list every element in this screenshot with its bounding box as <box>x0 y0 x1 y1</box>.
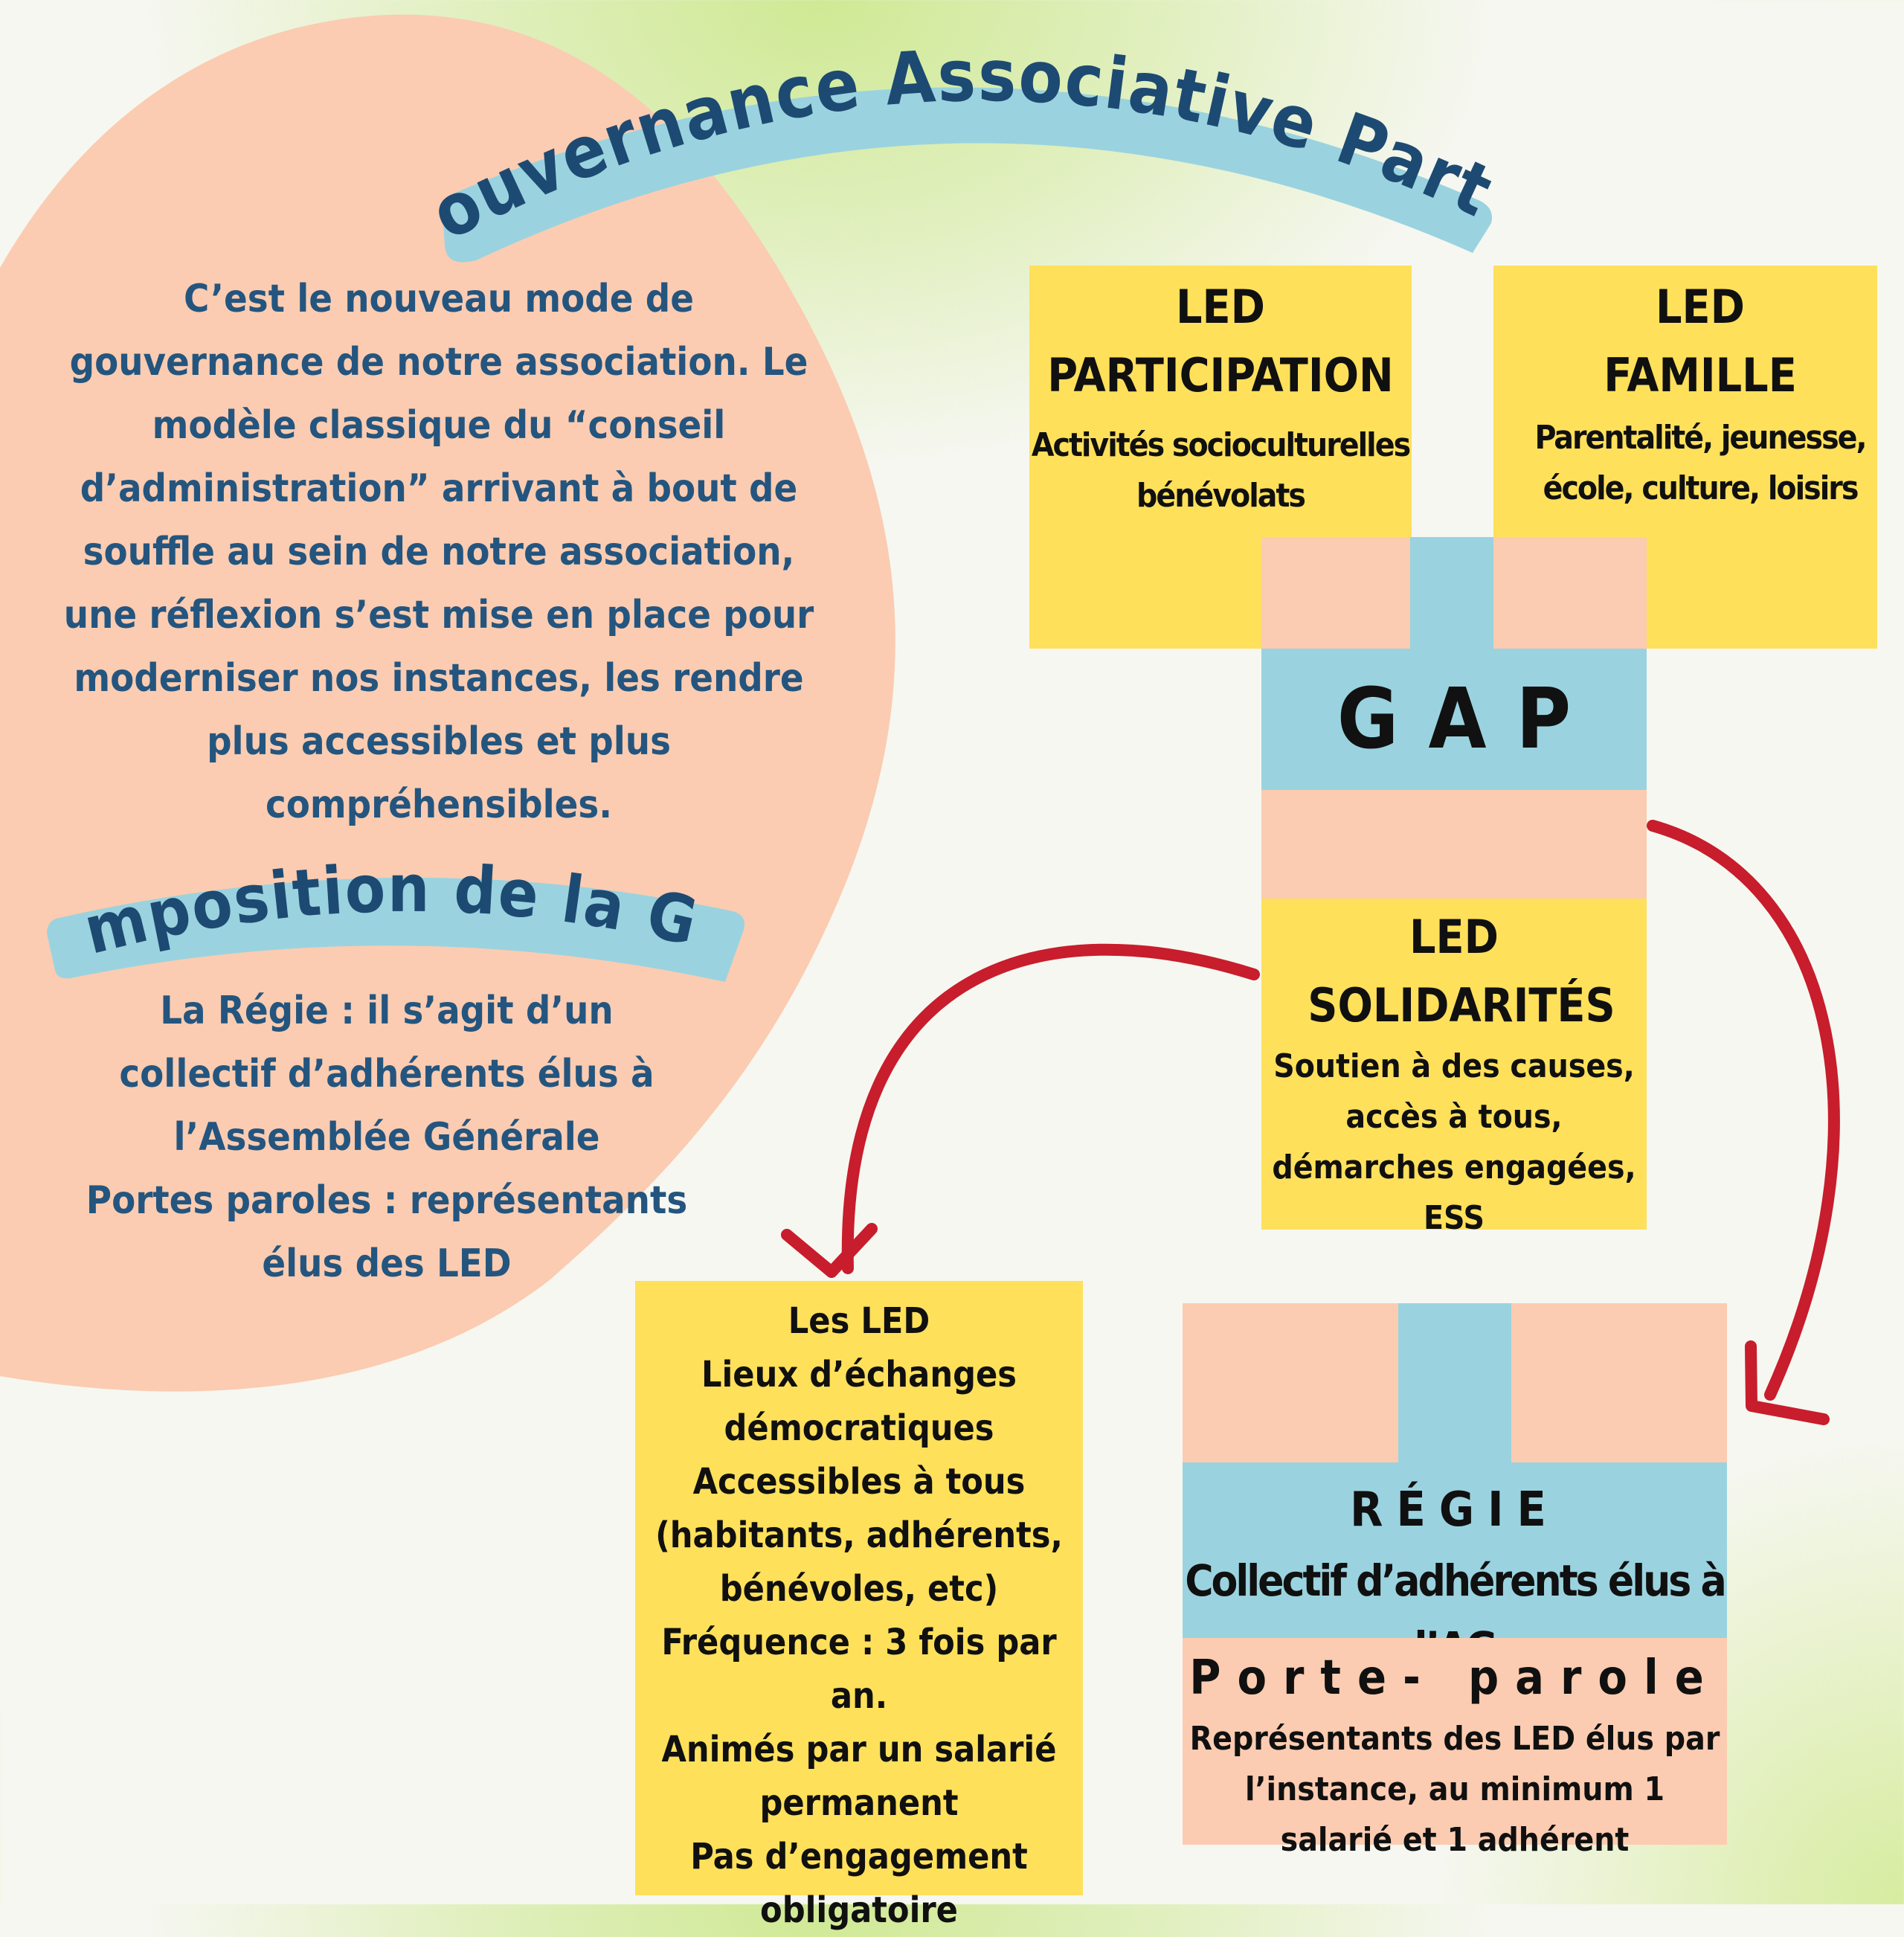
led-participation-desc-1: Activités socioculturelles <box>1031 426 1411 464</box>
composition-ribbon-band <box>47 877 744 982</box>
gap-box: GAP <box>1261 649 1647 790</box>
gap-top-right-block <box>1493 537 1647 649</box>
composition-line: Portes paroles : représentants <box>86 1178 688 1223</box>
led-famille-desc-2: école, culture, loisirs <box>1543 469 1859 507</box>
composition-line: La Régie : il s’agit d’un <box>160 989 614 1033</box>
led-famille-title-2: FAMILLE <box>1604 348 1797 402</box>
les-led-line: Les LED <box>788 1300 930 1342</box>
les-led-line: Lieux d’échanges <box>701 1354 1017 1395</box>
porte-parole-box: Porte- parole Représentants des LED élus… <box>1183 1638 1727 1859</box>
les-led-box: Les LED Lieux d’échanges démocratiques A… <box>635 1281 1083 1931</box>
regie-top-right-block <box>1511 1303 1727 1462</box>
gap-top-left-block <box>1261 537 1410 649</box>
gap-label: GAP <box>1337 671 1601 768</box>
composition-ribbon: Composition de la GAP <box>41 826 744 982</box>
les-led-line: Animés par un salarié <box>661 1729 1057 1770</box>
les-led-line: Fréquence : 3 fois par an. <box>661 1622 1057 1717</box>
title-ribbon: La Gouvernance Associative Partagée <box>416 22 1504 263</box>
les-led-line: démocratiques <box>724 1407 994 1449</box>
composition-text: La Régie : il s’agit d’un collectif d’ad… <box>60 980 714 1296</box>
led-solidarites-box: LED SOLIDARITÉS Soutien à des causes, ac… <box>1261 899 1647 1237</box>
porte-parole-description: Représentants des LED élus par l’instanc… <box>1189 1720 1720 1859</box>
led-participation-title-2: PARTICIPATION <box>1047 348 1394 402</box>
les-led-line: permanent <box>759 1782 959 1824</box>
intro-paragraph: C’est le nouveau mode de gouvernance de … <box>63 277 814 827</box>
regie-top-left-block <box>1183 1303 1398 1462</box>
les-led-line: (habitants, adhérents, <box>655 1514 1063 1556</box>
gap-bottom-block <box>1261 790 1647 899</box>
title-ribbon-band <box>443 87 1492 263</box>
les-led-line: obligatoire <box>760 1889 958 1931</box>
led-solidarites-desc-2: accès à tous, <box>1345 1098 1563 1136</box>
led-solidarites-title-1: LED <box>1409 910 1499 964</box>
regie-label: RÉGIE <box>1350 1483 1560 1538</box>
led-famille-desc-1: Parentalité, jeunesse, <box>1534 419 1867 457</box>
composition-line: collectif d’adhérents élus à <box>119 1052 654 1096</box>
led-solidarites-desc-1: Soutien à des causes, <box>1273 1047 1635 1085</box>
composition-line: l’Assemblée Générale <box>173 1115 600 1160</box>
les-led-line: Pas d’engagement <box>690 1836 1028 1877</box>
porte-parole-label: Porte- parole <box>1189 1651 1720 1706</box>
regie-connector-block <box>1398 1303 1511 1462</box>
led-participation-title-1: LED <box>1176 280 1265 334</box>
led-participation-desc-2: bénévolats <box>1136 477 1306 515</box>
les-led-line: bénévoles, etc) <box>719 1568 999 1610</box>
led-famille-box: LED FAMILLE Parentalité, jeunesse, école… <box>1493 266 1877 649</box>
regie-box: RÉGIE Collectif d’adhérents élus à l’AG <box>1183 1462 1727 1673</box>
composition-line: élus des LED <box>262 1241 512 1286</box>
led-solidarites-title-2: SOLIDARITÉS <box>1308 978 1615 1032</box>
led-solidarites-desc-3: démarches engagées, ESS <box>1272 1149 1636 1237</box>
led-famille-title-1: LED <box>1656 280 1745 334</box>
les-led-line: Accessibles à tous <box>692 1461 1026 1503</box>
gap-connector-block <box>1410 537 1493 649</box>
